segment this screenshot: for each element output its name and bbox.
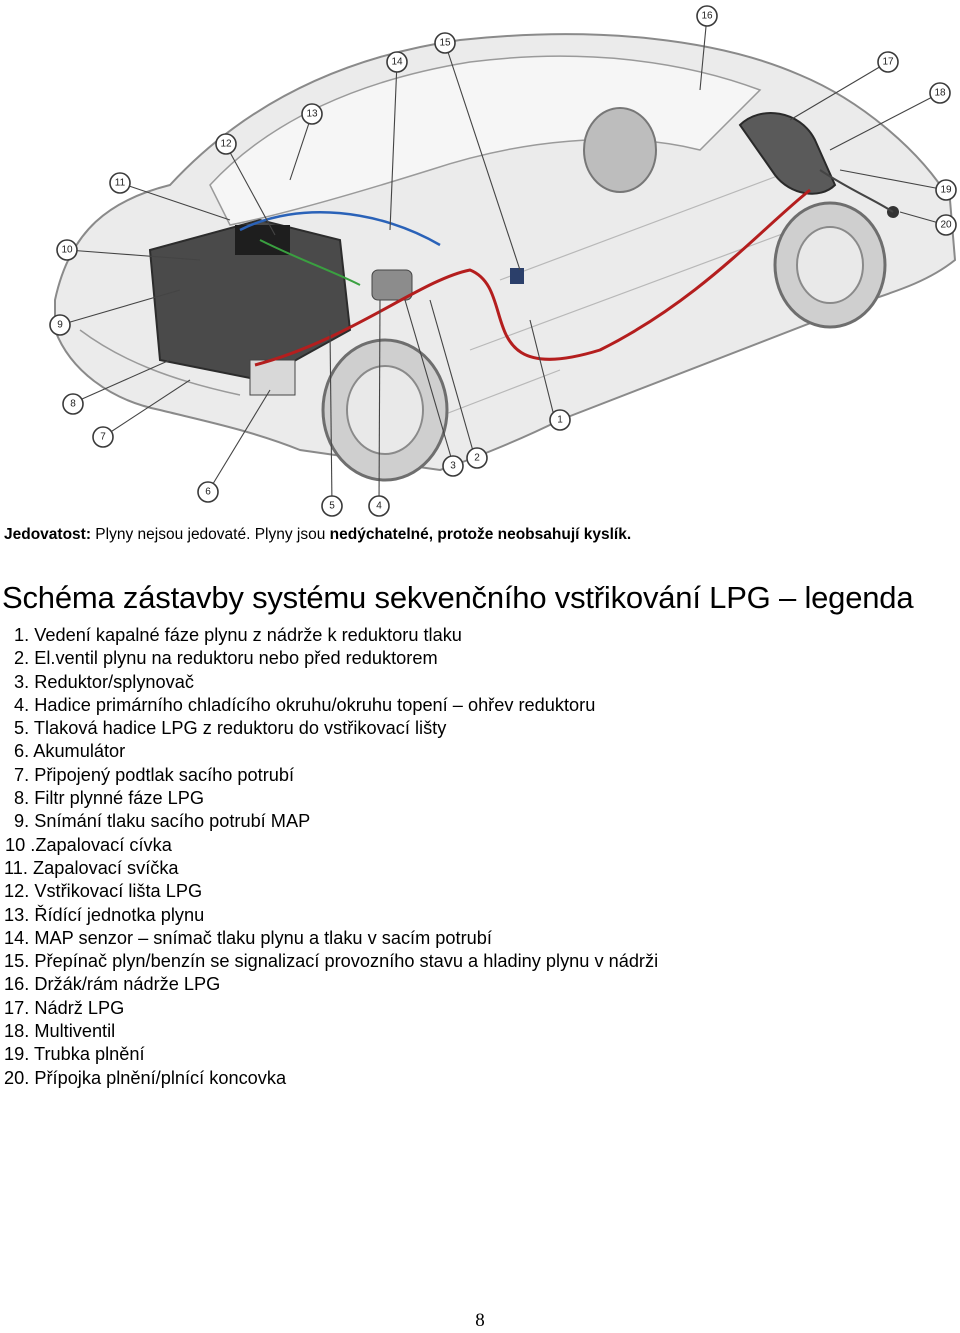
- svg-text:14: 14: [391, 57, 403, 68]
- legend-item: 19. Trubka plnění: [4, 1044, 145, 1065]
- svg-text:2: 2: [474, 453, 480, 464]
- gas-lines: [239, 169, 894, 367]
- callout-6: 6: [197, 481, 219, 503]
- callout-leaders: [59, 15, 947, 507]
- legend-item: 12. Vstřikovací lišta LPG: [4, 881, 203, 902]
- svg-text:3: 3: [450, 461, 456, 472]
- svg-text:18: 18: [934, 88, 946, 99]
- svg-text:4: 4: [376, 501, 382, 512]
- callout-18: 18: [929, 82, 951, 104]
- legend-item: 16. Držák/rám nádrže LPG: [4, 974, 221, 995]
- callout-4: 4: [368, 495, 390, 517]
- callout-17: 17: [877, 51, 899, 73]
- callout-8: 8: [62, 393, 84, 415]
- callout-19: 19: [935, 179, 957, 201]
- svg-text:10: 10: [61, 245, 73, 256]
- legend-item: 10 .Zapalovací cívka: [5, 834, 172, 855]
- callout-14: 14: [386, 51, 408, 73]
- svg-text:6: 6: [205, 487, 211, 498]
- legend-item: 20. Přípojka plnění/plnící koncovka: [4, 1067, 287, 1088]
- legend-item: 17. Nádrž LPG: [4, 997, 125, 1018]
- legend-heading: Schéma zástavby systému sekvenčního vstř…: [2, 580, 914, 615]
- legend-item: 13. Řídící jednotka plynu: [4, 904, 205, 925]
- callout-15: 15: [434, 32, 456, 54]
- callout-2: 2: [466, 447, 488, 469]
- callout-20: 20: [935, 214, 957, 236]
- svg-text:1: 1: [557, 415, 563, 426]
- callout-1: 1: [549, 409, 571, 431]
- callout-10: 10: [56, 239, 78, 261]
- page-number: 8: [475, 1310, 485, 1331]
- toxicity-text: Plyny nejsou jedovaté. Plyny jsou: [91, 526, 330, 543]
- svg-text:11: 11: [115, 178, 126, 189]
- legend-list: 1. Vedení kapalné fáze plynu z nádrže k …: [0, 624, 658, 1090]
- legend-item: 7. Připojený podtlak sacího potrubí: [14, 764, 295, 785]
- toxicity-note: Jedovatost: Plyny nejsou jedovaté. Plyny…: [4, 526, 631, 544]
- svg-text:9: 9: [57, 320, 63, 331]
- car-lpg-schematic: 1 2 3 4 5 6 7 8 9 10 11 12 13 14 15 16 1…: [49, 5, 957, 517]
- callout-11: 11: [109, 172, 131, 194]
- legend-item: 6. Akumulátor: [14, 741, 126, 762]
- legend-item: 3. Reduktor/splynovač: [14, 671, 194, 692]
- legend-item: 18. Multiventil: [4, 1021, 116, 1042]
- svg-text:8: 8: [70, 399, 76, 410]
- legend-item: 11. Zapalovací svíčka: [4, 857, 179, 878]
- toxicity-bold-text: nedýchatelné, protože neobsahují kyslík.: [329, 526, 632, 543]
- callout-13: 13: [301, 103, 323, 125]
- svg-text:13: 13: [306, 109, 318, 120]
- callout-16: 16: [696, 5, 718, 27]
- legend-item: 1. Vedení kapalné fáze plynu z nádrže k …: [14, 625, 462, 645]
- svg-text:5: 5: [329, 501, 335, 512]
- legend-item: 8. Filtr plynné fáze LPG: [14, 788, 205, 809]
- toxicity-label: Jedovatost:: [4, 526, 91, 543]
- callout-12: 12: [215, 133, 237, 155]
- svg-text:19: 19: [940, 185, 952, 196]
- svg-text:17: 17: [882, 57, 894, 68]
- callout-9: 9: [49, 314, 71, 336]
- legend-item: 4. Hadice primárního chladícího okruhu/o…: [14, 694, 596, 715]
- legend-item: 9. Snímání tlaku sacího potrubí MAP: [14, 811, 311, 832]
- callout-7: 7: [92, 426, 114, 448]
- legend-item: 14. MAP senzor – snímač tlaku plynu a tl…: [4, 927, 492, 948]
- callout-3: 3: [442, 455, 464, 477]
- wheels: [321, 107, 887, 482]
- legend-item: 2. El.ventil plynu na reduktoru nebo pře…: [14, 648, 438, 669]
- legend-item: 15. Přepínač plyn/benzín se signalizací …: [4, 951, 659, 972]
- callout-5: 5: [321, 495, 343, 517]
- svg-text:7: 7: [100, 432, 106, 443]
- legend-item: 5. Tlaková hadice LPG z reduktoru do vst…: [14, 718, 447, 739]
- svg-text:12: 12: [220, 139, 232, 150]
- svg-text:16: 16: [701, 11, 713, 22]
- svg-text:15: 15: [439, 38, 451, 49]
- svg-text:20: 20: [940, 220, 952, 231]
